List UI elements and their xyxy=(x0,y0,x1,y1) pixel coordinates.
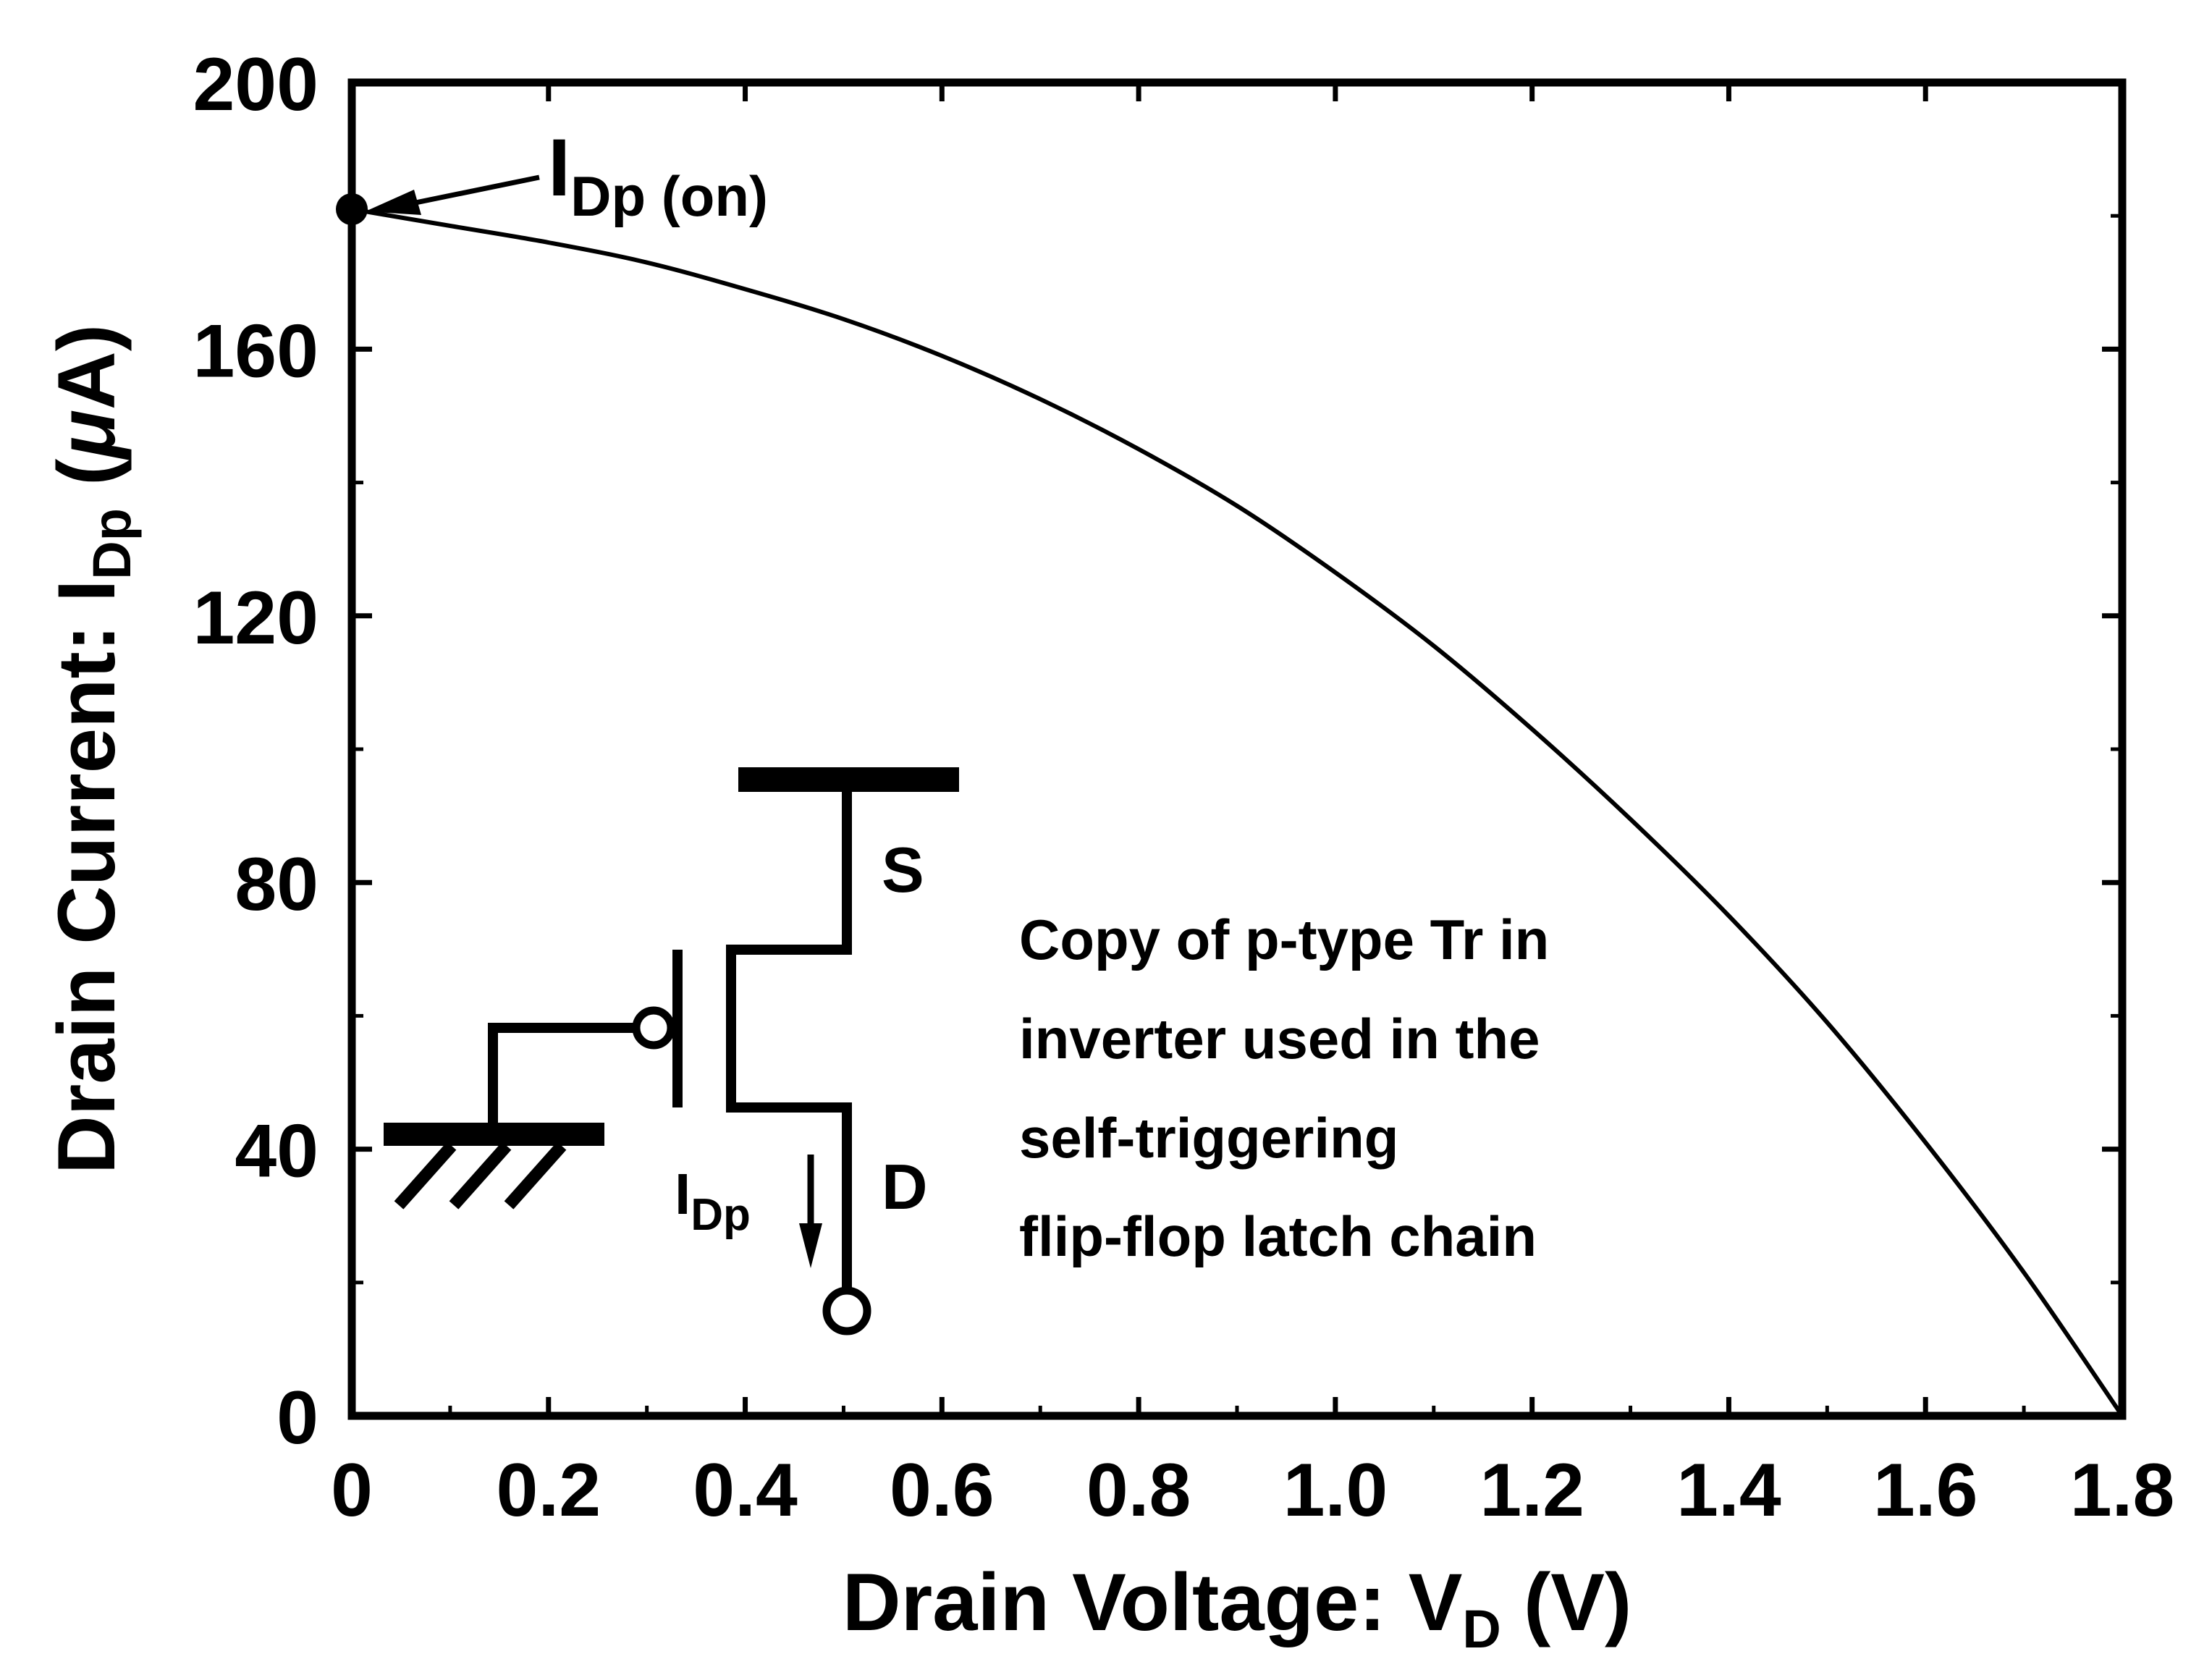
y-tick-label: 120 xyxy=(193,576,318,660)
x-tick-label: 1.8 xyxy=(2070,1448,2175,1532)
x-tick-label: 1.0 xyxy=(1283,1448,1388,1532)
x-tick-label: 1.6 xyxy=(1873,1448,1978,1532)
x-axis-tick-labels: 0 0.2 0.4 0.6 0.8 1.0 1.2 1.4 1.6 1.8 xyxy=(331,1448,2174,1532)
series-line xyxy=(351,207,2124,1417)
gate-bubble-icon xyxy=(632,1006,675,1050)
y-axis-label: Drain Current: IDp (μA) xyxy=(41,324,142,1174)
idp-on-point xyxy=(336,193,368,225)
x-axis-ticks xyxy=(448,83,2026,1416)
x-tick-label: 0.4 xyxy=(693,1448,798,1532)
note-line-1: Copy of p-type Tr in xyxy=(1019,908,1549,971)
annotation-label: IDp (on) xyxy=(548,122,768,228)
y-tick-label: 40 xyxy=(235,1110,318,1194)
x-tick-label: 0.6 xyxy=(890,1448,995,1532)
ground-hatch-2 xyxy=(449,1141,512,1210)
x-axis-label: Drain Voltage: VD (V) xyxy=(843,1557,1632,1659)
note-text: Copy of p-type Tr in inverter used in th… xyxy=(1019,908,1549,1268)
ground-bar xyxy=(384,1123,604,1146)
note-line-3: self-triggering xyxy=(1019,1106,1398,1170)
source-label: S xyxy=(882,834,924,906)
y-tick-label: 80 xyxy=(235,843,318,927)
annotation-arrowhead-icon xyxy=(366,190,421,215)
drain-label: D xyxy=(882,1151,928,1223)
idp-on-annotation: IDp (on) xyxy=(336,122,768,228)
ground-hatch-1 xyxy=(394,1141,457,1210)
current-label: IDp xyxy=(675,1162,751,1240)
x-tick-label: 0.2 xyxy=(496,1448,601,1532)
p-type-transistor-schematic xyxy=(384,767,959,1335)
note-line-4: flip-flop latch chain xyxy=(1019,1204,1537,1268)
x-tick-label: 0 xyxy=(331,1448,373,1532)
current-arrow-icon xyxy=(799,1223,822,1268)
x-tick-label: 0.8 xyxy=(1086,1448,1191,1532)
y-tick-label: 160 xyxy=(193,309,318,393)
drain-terminal-icon xyxy=(822,1286,871,1335)
source-rail xyxy=(738,767,959,792)
y-tick-label: 0 xyxy=(276,1376,318,1460)
note-line-2: inverter used in the xyxy=(1019,1007,1540,1071)
ground-hatch-3 xyxy=(504,1141,567,1210)
y-axis-tick-labels: 0 40 80 120 160 200 xyxy=(193,43,318,1460)
y-axis-ticks xyxy=(352,214,2122,1285)
x-tick-label: 1.4 xyxy=(1676,1448,1781,1532)
y-tick-label: 200 xyxy=(193,43,318,127)
x-tick-label: 1.2 xyxy=(1479,1448,1584,1532)
